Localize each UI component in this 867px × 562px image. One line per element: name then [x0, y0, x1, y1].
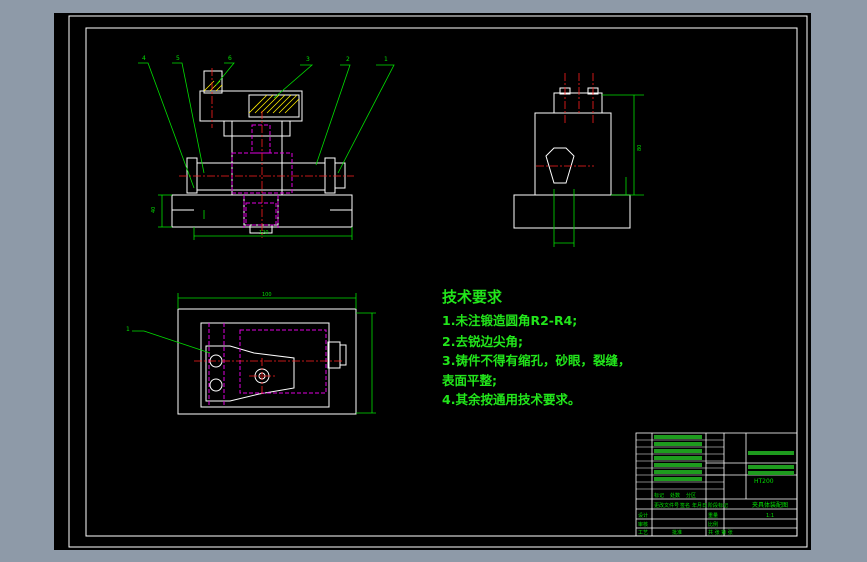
title-block-sheet: 共 张 第 张	[708, 529, 733, 536]
side-height-dim: 80	[637, 145, 643, 151]
front-width-dim: 120	[259, 230, 269, 236]
title-block-label-mark: 标记	[654, 492, 664, 499]
top-view	[177, 308, 357, 415]
front-hatch	[203, 80, 300, 114]
side-view	[513, 87, 631, 229]
front-height-dim: 40	[151, 207, 157, 213]
title-block-label-weight: 重量	[708, 512, 718, 519]
title-block-label-change: 更改文件号	[654, 502, 679, 509]
title-block-drawing-name: 夹具体装配图	[752, 501, 788, 509]
title-block-label-scale: 比例	[708, 521, 718, 528]
title-block-scale: 1:1	[766, 513, 774, 519]
title-block-fills	[654, 435, 794, 481]
title-block-rows	[636, 439, 724, 490]
tech-requirement-4: 4.其余按通用技术要求。	[442, 392, 581, 407]
front-centerlines	[179, 68, 354, 238]
tech-requirement-1: 1.未注锻造圆角R2-R4;	[442, 313, 578, 328]
cad-drawing: 40 120 4 5 6 3 2 1 80	[68, 15, 808, 548]
title-block-label-sign: 签名	[680, 502, 690, 509]
part-number-6: 6	[228, 55, 232, 62]
side-dimensions	[553, 94, 644, 247]
top-leader-number: 1	[126, 326, 130, 333]
title-block-label-process: 工艺	[638, 530, 648, 536]
tech-requirement-3-cont: 表面平整;	[442, 373, 497, 388]
tech-requirement-2: 2.去锐边尖角;	[442, 334, 523, 349]
title-block-label-date: 年月日	[692, 502, 707, 509]
title-block-label-stage: 阶段标记	[708, 502, 728, 509]
inner-frame	[85, 27, 798, 537]
front-dimensions	[158, 194, 353, 240]
top-hidden-lines	[208, 323, 327, 407]
front-view	[171, 70, 353, 234]
front-leaders	[138, 62, 395, 189]
drawing-canvas: 40 120 4 5 6 3 2 1 80	[54, 13, 811, 550]
top-width-dim: 100	[262, 292, 272, 298]
title-block-material: HT200	[754, 478, 774, 485]
part-number-2: 2	[346, 56, 350, 63]
title-block-label-zone: 分区	[686, 492, 696, 499]
title-block	[635, 432, 798, 537]
tech-requirements-title: 技术要求	[442, 288, 503, 306]
part-number-3: 3	[306, 56, 310, 63]
title-block-label-design: 设计	[638, 512, 648, 519]
part-number-5: 5	[176, 55, 180, 62]
tech-requirement-3: 3.铸件不得有缩孔，砂眼，裂缝，	[442, 353, 631, 368]
top-centerlines	[194, 358, 344, 395]
title-block-label-review: 审核	[638, 521, 648, 528]
part-number-1: 1	[384, 56, 388, 63]
top-dimensions	[132, 293, 376, 414]
part-number-4: 4	[142, 55, 146, 62]
side-centerlines	[536, 73, 594, 167]
outer-frame	[68, 15, 808, 548]
title-block-label-approve: 批准	[672, 529, 682, 536]
title-block-label-count: 处数	[670, 492, 680, 499]
